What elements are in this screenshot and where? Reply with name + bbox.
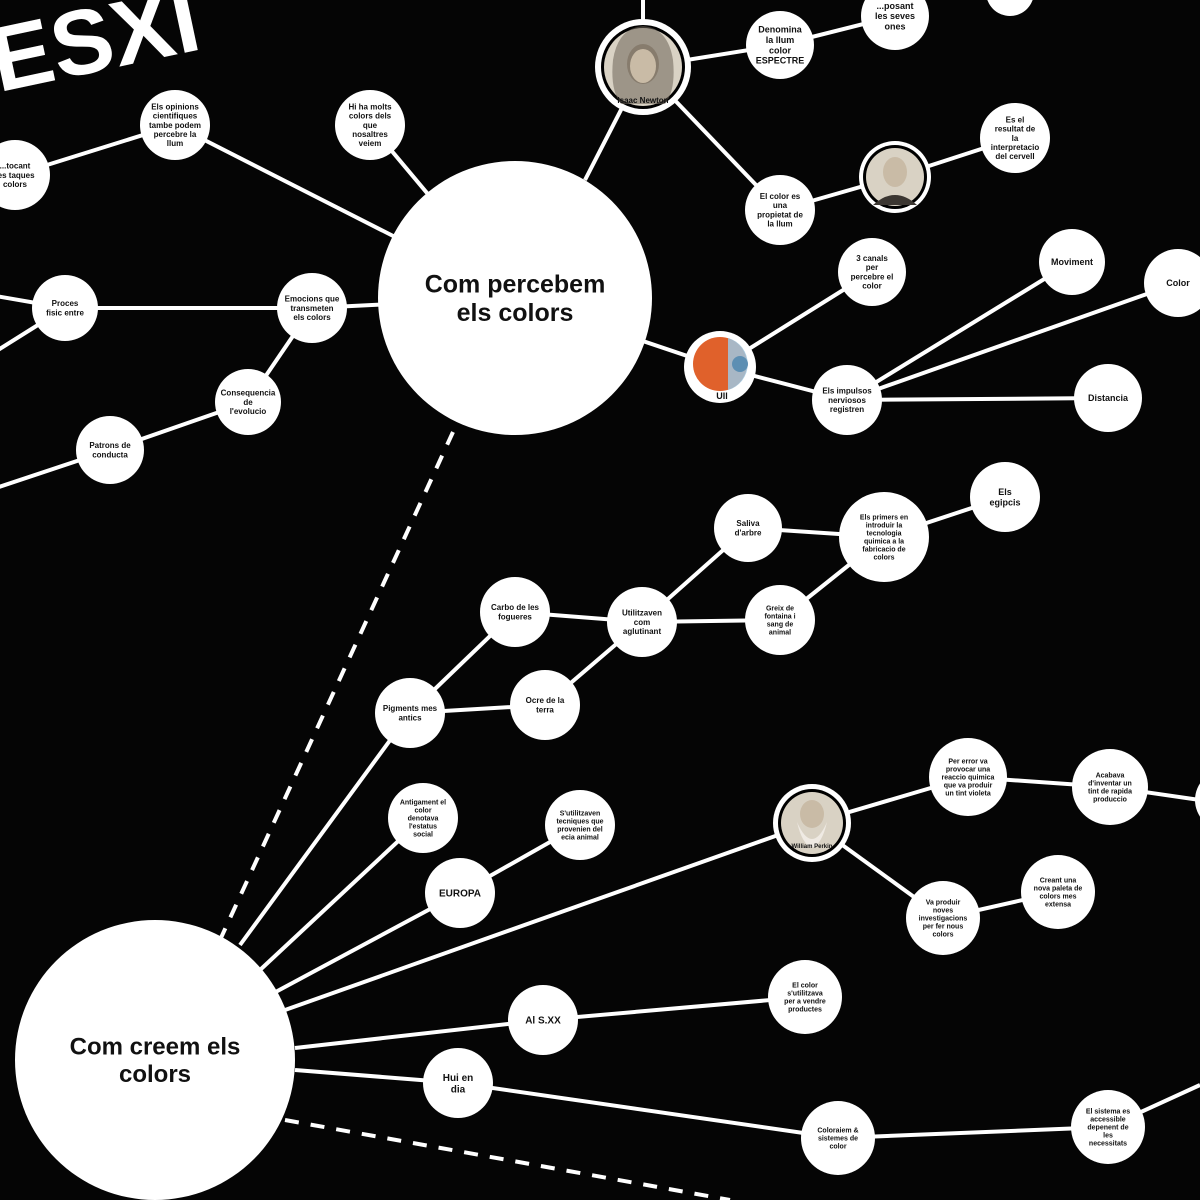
svg-text:Distancia: Distancia bbox=[1088, 393, 1129, 403]
svg-text:Ull: Ull bbox=[716, 391, 728, 401]
node-edge-right[interactable] bbox=[1195, 770, 1200, 830]
node-distancia[interactable]: Distancia bbox=[1074, 364, 1142, 432]
svg-text:Isaac Newton: Isaac Newton bbox=[617, 96, 668, 105]
svg-text:William Perkin: William Perkin bbox=[792, 844, 833, 850]
svg-text:EUROPA: EUROPA bbox=[439, 889, 481, 900]
portrait-newton-icon[interactable]: Isaac Newton bbox=[595, 19, 691, 115]
node-corner-top[interactable] bbox=[986, 0, 1034, 16]
svg-text:Color: Color bbox=[1166, 278, 1190, 288]
node-sxx[interactable]: Al S.XX bbox=[508, 985, 578, 1055]
portrait-goethe-icon[interactable] bbox=[859, 141, 931, 213]
node-color[interactable]: Color bbox=[1144, 249, 1200, 317]
svg-text:Moviment: Moviment bbox=[1051, 257, 1093, 267]
node-europa[interactable]: EUROPA bbox=[425, 858, 495, 928]
portrait-perkin-icon[interactable]: William Perkin bbox=[773, 784, 851, 862]
svg-text:Al S.XX: Al S.XX bbox=[525, 1016, 561, 1027]
eye-anatomy-icon[interactable]: Ull bbox=[684, 331, 756, 403]
node-moviment[interactable]: Moviment bbox=[1039, 229, 1105, 295]
